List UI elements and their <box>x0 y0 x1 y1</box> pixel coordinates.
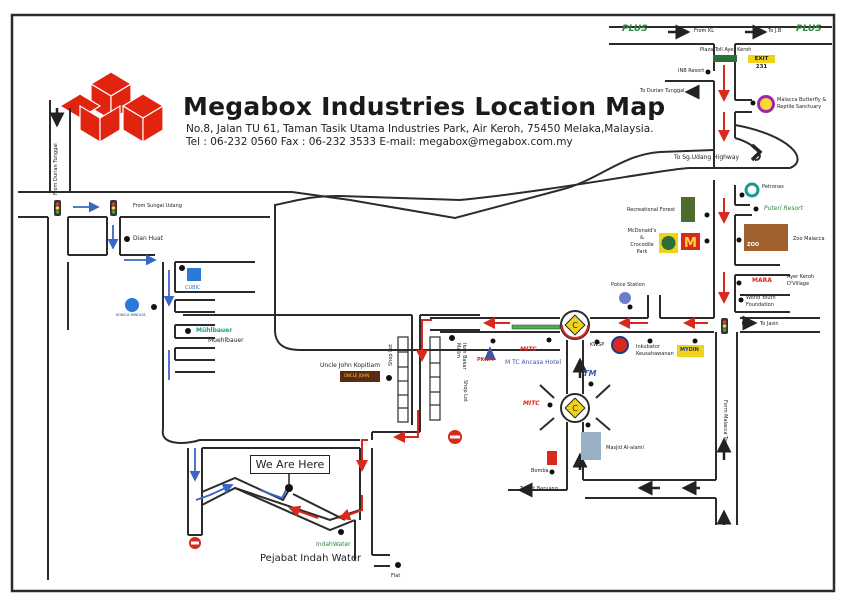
label-to-bkt-beruang: To Bkt Beruang <box>520 486 558 492</box>
we-are-here-marker: We Are Here <box>250 455 330 474</box>
label-mcdonalds: McDonald's <box>627 228 657 234</box>
plus-logo-left: PLUS <box>622 24 648 34</box>
label-police-station: Police Station <box>611 282 645 288</box>
label-and: & <box>640 235 644 241</box>
map-frame <box>10 13 836 593</box>
uncle-john-logo-text: UNCLE JOHN <box>344 373 370 378</box>
label-to-sg-udang: To Sg.Udang Highway <box>674 154 740 161</box>
label-from-sungai-udang: From Sungai Udang <box>133 203 182 209</box>
traffic-light-icon <box>721 318 728 334</box>
label-world-youth-2: Foundation <box>746 302 774 308</box>
cubic-logo-icon <box>187 268 201 281</box>
konica-logo-text: KONICA MINOLTA <box>116 313 146 317</box>
masjid-image <box>581 432 601 460</box>
svg-text:C: C <box>572 321 578 330</box>
mydin-logo <box>677 345 704 357</box>
pknm-logo: PKNM <box>477 357 494 363</box>
mcdonalds-m-icon: M <box>684 236 697 251</box>
no-entry-sign-icon <box>189 537 201 549</box>
label-ayer-keroh: Ayer Keroh <box>787 274 815 280</box>
label-shop-lot-2: Shop Lot <box>462 380 468 402</box>
label-bomba: Bomba <box>531 468 549 474</box>
company-address: No.8, Jalan TU 61, Taman Tasik Utama Ind… <box>186 123 654 135</box>
megabox-logo <box>58 71 165 144</box>
uncle-john-logo <box>340 371 380 382</box>
route-red <box>288 65 730 521</box>
label-butterfly-1: Malacca Butterfly & <box>777 97 827 103</box>
zoo-logo-text: ZOO <box>747 242 760 248</box>
label-crocodile: Crocodile <box>630 242 654 248</box>
company-contact: Tel : 06-232 0560 Fax : 06-232 3533 E-ma… <box>186 136 573 148</box>
roundabout-sign-icon: C <box>564 314 586 336</box>
pknm-logo-icon <box>484 346 496 360</box>
dvillage-logo: MARA <box>752 277 772 284</box>
toll-gate <box>713 55 737 62</box>
label-dvillage: D'Village <box>787 281 810 287</box>
label-mitc-hotel: M TC Ancasa Hotel <box>505 359 561 366</box>
label-petronas: Petronas <box>762 184 784 190</box>
svg-text:C: C <box>572 404 578 413</box>
kwsp-logo-icon <box>611 336 629 354</box>
label-park: Park <box>636 249 648 255</box>
plus-logo-right: PLUS <box>796 24 822 34</box>
traffic-light-icon <box>110 200 117 216</box>
label-inkubator-1: Inkubator <box>636 344 660 350</box>
zoo-image <box>744 224 788 251</box>
mitc-logo-top: MITC <box>520 346 537 353</box>
indah-water-logo: IndahWater <box>316 541 351 548</box>
label-recreational-forest: Recreational Forest <box>627 207 676 213</box>
label-kwsp: KWSP <box>590 342 605 348</box>
exit-badge: EXIT 231 <box>748 55 775 70</box>
route-blue <box>73 201 287 501</box>
muehlbauer-logo: Mühlbauer <box>196 327 233 334</box>
page-title: Megabox Industries Location Map <box>183 92 666 121</box>
no-entry-sign-icon <box>448 430 462 444</box>
label-to-jasin: To Jasin <box>760 321 779 327</box>
label-inb-resort: INB Resort <box>678 68 705 74</box>
label-from-durian-tunggal: From Durian Tunggal <box>53 143 59 195</box>
label-uncle-john: Uncle John Kopitiam <box>320 362 381 369</box>
label-zoo-malacca: Zoo Malacca <box>793 236 825 242</box>
label-malim: Malim <box>455 343 461 359</box>
label-butterfly-2: Reptile Sanctuary <box>777 104 822 110</box>
forest-image <box>681 197 695 222</box>
label-from-malacca-town: Form Malacca Town <box>722 400 728 449</box>
label-from-kl: From KL <box>694 28 715 34</box>
label-ikan-bakar: Ikan Bakar <box>461 343 467 370</box>
direction-arrows <box>49 24 768 525</box>
mydin-logo-text: MYDIN <box>680 347 699 353</box>
roundabout-sign-icon: C <box>564 397 586 419</box>
shop-lot-grid-2 <box>429 336 441 421</box>
konica-logo-icon <box>125 298 139 312</box>
traffic-light-icon <box>54 200 61 216</box>
petronas-logo-icon <box>744 182 760 198</box>
label-muehlbauer: Muehlbauer <box>208 337 244 344</box>
bomba-logo <box>547 451 557 465</box>
police-logo-icon <box>619 292 631 304</box>
label-puteri-resort: Puteri Resort <box>764 205 803 212</box>
label-dian-huat: Dian Huat <box>133 235 164 242</box>
label-to-durian-tunggal: To Durian Tunggal <box>640 88 685 94</box>
mcdonalds-logo <box>681 233 700 250</box>
label-pejabat-indah-water: Pejabat Indah Water <box>260 553 362 564</box>
green-lane <box>511 324 561 330</box>
mitc-logo-bottom: MITC <box>523 400 540 407</box>
tm-logo: TM <box>583 369 597 378</box>
label-flat: Flat <box>391 573 401 579</box>
label-masjid: Masjid Al-alami <box>606 445 644 451</box>
label-to-jb: To J.B <box>768 28 782 34</box>
location-dots <box>124 69 759 568</box>
label-inkubator-2: Keusahawanan <box>636 351 674 357</box>
label-toll-plaza: Plaza Toll Ayer Keroh <box>700 47 752 53</box>
label-world-youth-1: World Youth <box>746 295 776 301</box>
label-shop-lot-1: Shop Lot <box>388 344 394 366</box>
crocodile-park-logo-icon <box>661 236 676 250</box>
butterfly-logo-icon <box>757 95 775 113</box>
shop-lot-grid-1 <box>397 336 409 423</box>
cubic-logo-text: CUBIC <box>185 285 201 291</box>
